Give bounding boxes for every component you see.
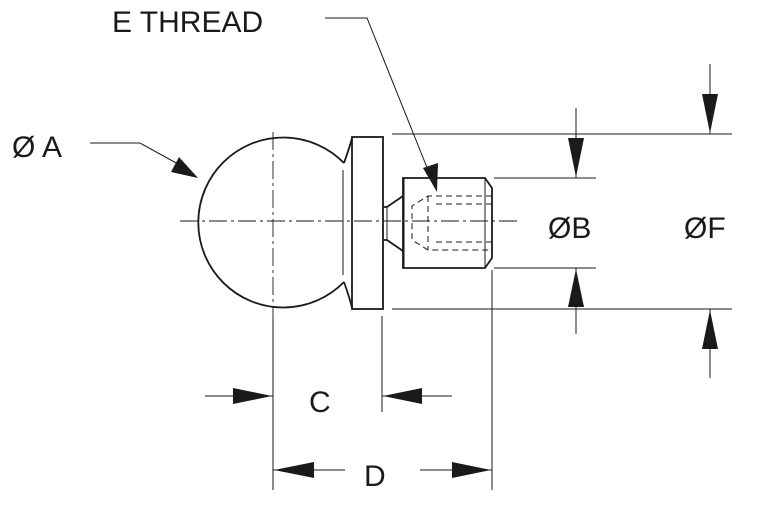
collar [351, 136, 384, 310]
hidden-tapped-hole [411, 195, 492, 251]
labels: E THREAD Ø A C D ØB ØF [12, 6, 726, 493]
dim-c-arrow-left [233, 388, 272, 404]
threaded-shank [402, 177, 493, 269]
dim-c-arrow-right [383, 388, 422, 404]
label-dia-b: ØB [548, 212, 591, 245]
extension-lines [272, 133, 732, 490]
part-outline [197, 136, 493, 310]
ball [197, 136, 345, 309]
label-dim-c: C [309, 386, 331, 419]
dim-b-arrow-top [568, 138, 584, 177]
neck-fillet-bottom [343, 281, 353, 309]
dimension-d [273, 462, 492, 478]
leader-a [90, 142, 179, 165]
dim-b-arrow-bottom [568, 269, 584, 307]
dimension-c [205, 388, 452, 404]
neck-fillet-top [343, 137, 353, 164]
center-lines [180, 132, 520, 318]
dim-d-arrow-right [452, 462, 491, 478]
dimension-b [568, 108, 584, 334]
thread-relief [383, 195, 404, 252]
label-dia-f: ØF [684, 212, 726, 245]
leader-a-arrow [171, 157, 198, 178]
dim-d-arrow-left [274, 462, 314, 478]
label-e-thread: E THREAD [112, 6, 263, 39]
label-dia-a: Ø A [12, 131, 62, 164]
leader-thread-arrow [423, 163, 438, 192]
leader-thread [325, 17, 429, 171]
dimension-f [702, 64, 718, 378]
leaders [90, 17, 438, 192]
dim-f-arrow-bottom [702, 310, 718, 349]
label-dim-d: D [364, 460, 386, 493]
dim-f-arrow-top [702, 94, 718, 133]
